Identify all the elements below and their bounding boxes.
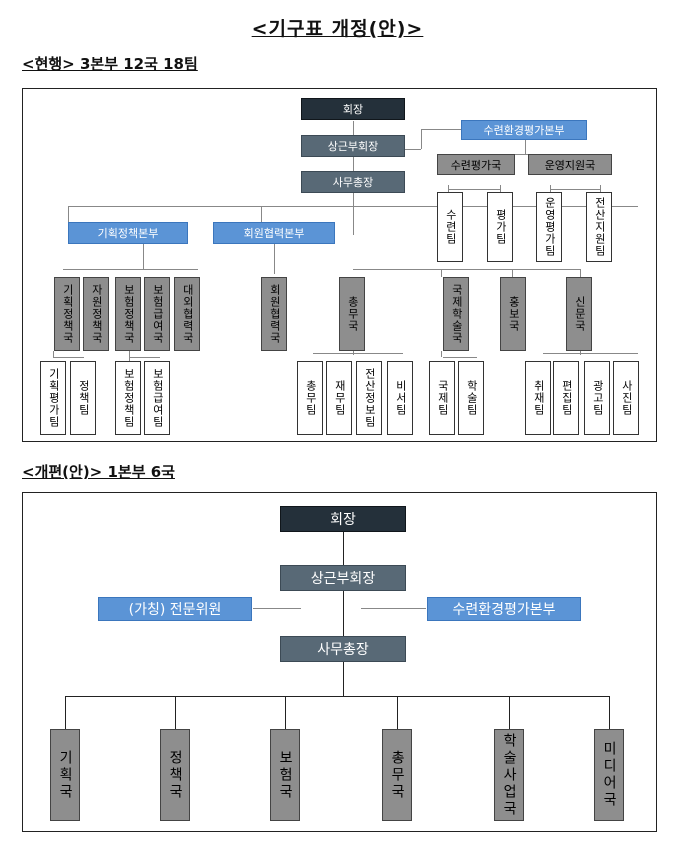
ops-team-box: 전산지원팀 bbox=[586, 192, 612, 262]
connector bbox=[443, 357, 477, 358]
connector bbox=[274, 244, 275, 274]
bureau-box: 학술사업국 bbox=[494, 729, 524, 821]
vice-chairman-box: 상근부회장 bbox=[301, 135, 405, 157]
team-box: 국제팀 bbox=[429, 361, 455, 435]
chart-title: <기구표 개정(안)> bbox=[251, 18, 424, 40]
expert-box: (가칭) 전문위원 bbox=[98, 597, 252, 621]
team-box: 사진팀 bbox=[613, 361, 639, 435]
connector bbox=[580, 269, 581, 277]
connector bbox=[313, 353, 403, 354]
bureau-box: 기획국 bbox=[50, 729, 80, 821]
connector bbox=[143, 244, 144, 269]
connector bbox=[600, 185, 601, 193]
proposed-org-chart: 회장 상근부회장 (가칭) 전문위원 수련환경평가본부 사무총장 기획국 정책국… bbox=[22, 492, 657, 832]
planning-bureau-box: 자원정책국 bbox=[83, 277, 109, 351]
connector bbox=[129, 351, 130, 361]
team-box: 정책팀 bbox=[70, 361, 96, 435]
member-hq-box: 회원협력본부 bbox=[213, 222, 335, 244]
connector bbox=[175, 696, 176, 729]
connector bbox=[441, 351, 442, 357]
connector bbox=[543, 353, 638, 354]
connector bbox=[397, 696, 398, 729]
connector bbox=[509, 696, 510, 729]
planning-hq-box: 기획정책본부 bbox=[68, 222, 188, 244]
team-box: 광고팀 bbox=[584, 361, 610, 435]
connector bbox=[353, 351, 354, 355]
secretary-general-box: 사무총장 bbox=[280, 636, 406, 662]
intl-bureau-box: 국제학술국 bbox=[443, 277, 469, 351]
ops-bureau-box: 운영지원국 bbox=[528, 154, 612, 175]
connector bbox=[609, 696, 610, 729]
eval-bureau-box: 수련평가국 bbox=[437, 154, 515, 175]
current-org-chart: 회장 상근부회장 사무총장 수련환경평가본부 수련평가국 운영지원국 수련팀 평… bbox=[22, 88, 657, 442]
chairman-box: 회장 bbox=[301, 98, 405, 120]
connector bbox=[53, 351, 54, 357]
connector bbox=[68, 206, 69, 224]
planning-bureau-box: 보험정책국 bbox=[115, 277, 141, 351]
team-box: 보험정책팀 bbox=[115, 361, 141, 435]
team-box: 비서팀 bbox=[387, 361, 413, 435]
current-heading: <현행> 3본부 12국 18팀 bbox=[22, 55, 198, 73]
team-box: 편집팀 bbox=[553, 361, 579, 435]
member-bureau-box: 회원협력국 bbox=[261, 277, 287, 351]
connector bbox=[525, 139, 526, 154]
connector bbox=[421, 129, 422, 149]
eval-hq-box: 수련환경평가본부 bbox=[427, 597, 581, 621]
team-box: 재무팀 bbox=[326, 361, 352, 435]
secretary-general-box: 사무총장 bbox=[301, 171, 405, 193]
connector bbox=[261, 206, 262, 224]
proposed-heading: <개편(안)> 1본부 6국 bbox=[22, 463, 175, 481]
connector bbox=[512, 269, 513, 277]
connector bbox=[441, 269, 442, 277]
connector bbox=[361, 608, 426, 609]
planning-bureau-box: 기획정책국 bbox=[54, 277, 80, 351]
eval-hq-box: 수련환경평가본부 bbox=[461, 120, 587, 140]
connector bbox=[65, 696, 609, 697]
ops-team-box: 운영평가팀 bbox=[536, 192, 562, 262]
connector bbox=[53, 357, 84, 358]
connector bbox=[448, 189, 500, 190]
connector bbox=[68, 206, 638, 207]
eval-team-box: 평가팀 bbox=[487, 192, 513, 262]
vice-chairman-box: 상근부회장 bbox=[280, 565, 406, 591]
connector bbox=[63, 269, 198, 270]
bureau-box: 보험국 bbox=[270, 729, 300, 821]
team-box: 총무팀 bbox=[297, 361, 323, 435]
connector bbox=[65, 696, 66, 729]
team-box: 학술팀 bbox=[458, 361, 484, 435]
team-box: 전산정보팀 bbox=[356, 361, 382, 435]
connector bbox=[253, 608, 301, 609]
connector bbox=[343, 531, 344, 696]
planning-bureau-box: 보험급여국 bbox=[144, 277, 170, 351]
team-box: 기획평가팀 bbox=[40, 361, 66, 435]
connector bbox=[129, 357, 160, 358]
news-bureau-box: 신문국 bbox=[566, 277, 592, 351]
bureau-box: 총무국 bbox=[382, 729, 412, 821]
eval-team-box: 수련팀 bbox=[437, 192, 463, 262]
connector bbox=[403, 149, 421, 150]
bureau-box: 정책국 bbox=[160, 729, 190, 821]
general-bureau-box: 총무국 bbox=[339, 277, 365, 351]
connector bbox=[500, 185, 501, 193]
planning-bureau-box: 대외협력국 bbox=[174, 277, 200, 351]
connector bbox=[285, 696, 286, 729]
connector bbox=[421, 129, 461, 130]
team-box: 보험급여팀 bbox=[144, 361, 170, 435]
connector bbox=[580, 351, 581, 355]
bureau-box: 미디어국 bbox=[594, 729, 624, 821]
chairman-box: 회장 bbox=[280, 506, 406, 532]
team-box: 취재팀 bbox=[525, 361, 551, 435]
connector bbox=[353, 269, 580, 270]
pr-bureau-box: 홍보국 bbox=[500, 277, 526, 351]
connector bbox=[550, 189, 600, 190]
